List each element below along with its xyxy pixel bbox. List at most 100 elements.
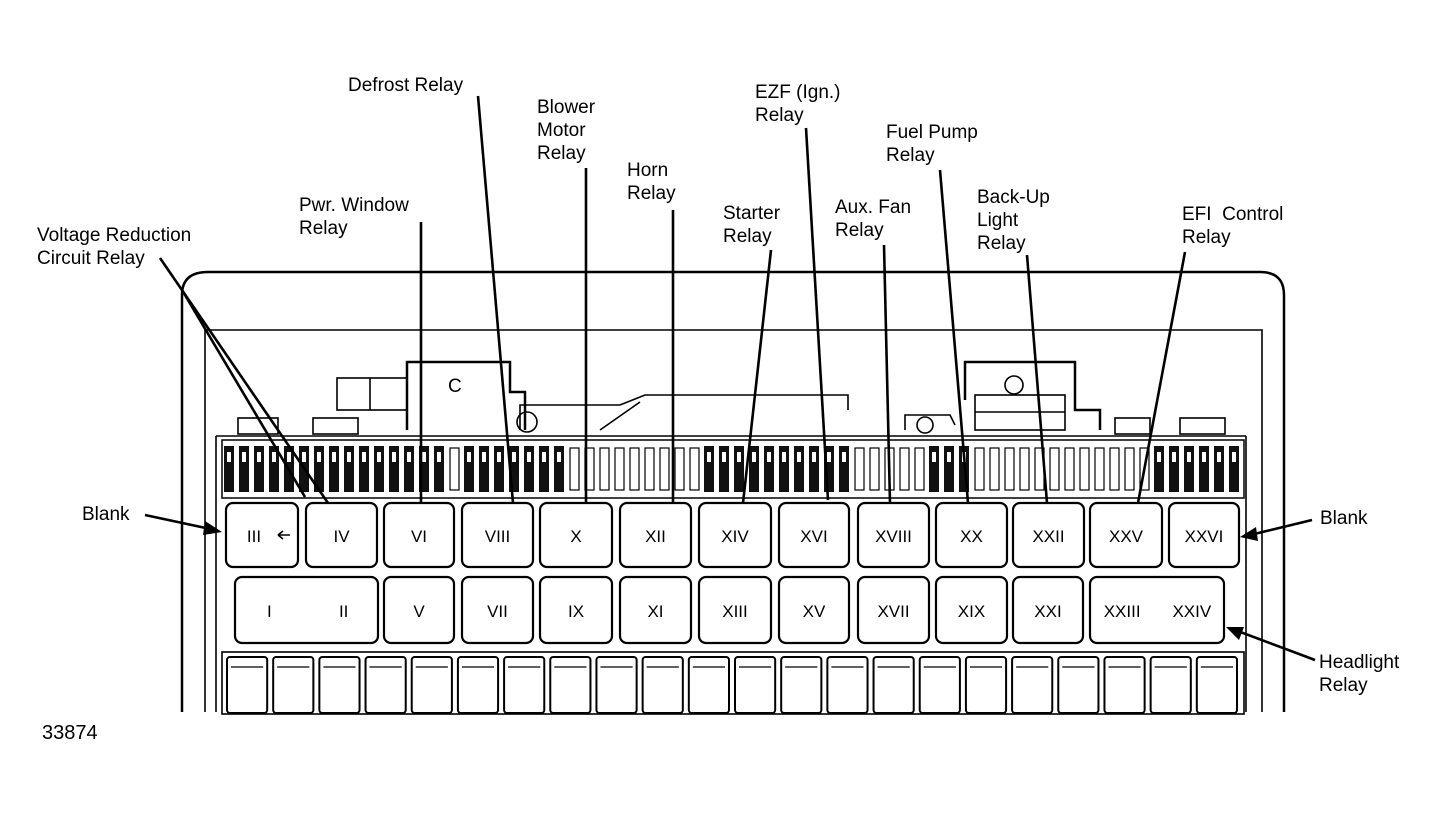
- relay-slot-box: [1011, 575, 1085, 645]
- leader-fuel-pump: [938, 169, 970, 504]
- terminal-tooth: [359, 446, 369, 492]
- relay-slot-label: VI: [411, 527, 427, 546]
- terminal-tooth: [479, 446, 489, 492]
- terminal-tooth-gap: [797, 452, 801, 462]
- relay-slot-label: IX: [568, 602, 584, 621]
- terminal-tooth-gap: [1187, 452, 1191, 462]
- terminal-tooth-gap: [827, 452, 831, 462]
- terminal-tooth: [719, 446, 729, 492]
- terminal-tooth: [704, 446, 714, 492]
- relay-slot: VII: [460, 575, 535, 645]
- label-backup: Back-Up Light Relay: [977, 187, 1055, 254]
- arrowhead-blank-right: [1240, 527, 1258, 541]
- relay-slot: XII: [618, 501, 693, 569]
- leader-voltage-reduction-2: [180, 289, 307, 498]
- label-blank-right: Blank: [1320, 508, 1368, 529]
- leader-starter: [741, 249, 773, 504]
- terminal-tooth: [224, 446, 234, 492]
- fuse-blade: [503, 656, 546, 714]
- terminal-tooth-gap: [287, 452, 291, 462]
- leader-blank-right: [1249, 518, 1313, 537]
- terminal-tooth: [254, 446, 264, 492]
- terminal-tooth: [749, 446, 759, 492]
- relay-slot: V: [382, 575, 456, 645]
- terminal-tooth: [854, 447, 865, 491]
- terminal-tooth: [1109, 447, 1120, 491]
- relay-slot-box: [856, 575, 931, 645]
- fuse-blade: [318, 656, 361, 714]
- relay-slot-box: [224, 501, 300, 569]
- fuse-blade: [1195, 656, 1239, 714]
- arrow-icon: [277, 530, 290, 540]
- label-ezf: EZF (Ign.) Relay: [755, 82, 846, 126]
- relay-slot: XVIII: [856, 501, 931, 569]
- terminal-tooth: [614, 447, 625, 491]
- fuse-row: [221, 651, 1245, 715]
- relay-slot-label: XX: [960, 527, 983, 546]
- terminal-tooth: [689, 447, 700, 491]
- relay-slot-box: [618, 575, 693, 645]
- terminal-tooth-gap: [737, 452, 741, 462]
- terminal-tooth: [569, 447, 580, 491]
- edge-clips: [237, 417, 1226, 435]
- terminal-tooth-gap: [497, 452, 501, 462]
- terminal-tooth: [944, 446, 954, 492]
- relay-slot: XV: [777, 575, 851, 645]
- terminal-tooth: [674, 447, 685, 491]
- terminal-tooth: [1184, 446, 1194, 492]
- fuse-blade: [964, 656, 1008, 714]
- label-efi: EFI Control Relay: [0, 0, 1320, 248]
- fuse-blade: [456, 656, 500, 714]
- relay-slot: XVI: [777, 501, 851, 569]
- label-fuel-pump: Fuel Pump Relay: [886, 122, 983, 166]
- relay-slot-box: [856, 501, 931, 569]
- terminal-tooth: [1094, 447, 1105, 491]
- relay-slot-box: [697, 501, 773, 569]
- label-aux-fan: Aux. Fan Relay: [835, 197, 916, 241]
- terminal-tooth-gap: [812, 452, 816, 462]
- label-defrost: Defrost Relay: [348, 75, 464, 96]
- relay-slot: XIV: [697, 501, 773, 569]
- fuse-blade: [872, 656, 915, 714]
- label-horn: Horn Relay: [627, 160, 676, 204]
- label-blank-left: Blank: [82, 504, 130, 525]
- relay-slot-label: X: [570, 527, 581, 546]
- terminal-tooth-gap: [527, 452, 531, 462]
- terminal-tooth: [269, 446, 279, 492]
- relay-slot-label: XI: [647, 602, 663, 621]
- terminal-tooth: [914, 447, 925, 491]
- leader-ezf: [804, 127, 830, 501]
- terminal-tooth: [644, 447, 655, 491]
- terminal-tooth-gap: [467, 452, 471, 462]
- relay-slot-label: XXV: [1109, 527, 1144, 546]
- relay-slot-box: [1088, 575, 1226, 645]
- terminal-tooth-gap: [1217, 452, 1221, 462]
- terminal-tooth-gap: [227, 452, 231, 462]
- figure-number: 33874: [42, 722, 98, 744]
- terminal-tooth-gap: [1157, 452, 1161, 462]
- terminal-tooth: [809, 446, 819, 492]
- terminal-tooth: [404, 446, 414, 492]
- relay-slot-box: [233, 575, 380, 645]
- terminal-tooth: [1124, 447, 1135, 491]
- terminal-tooth: [374, 446, 384, 492]
- relay-slot: IV: [304, 501, 379, 569]
- terminal-tooth-gap: [272, 452, 276, 462]
- fuse-blade: [687, 656, 730, 714]
- relay-slot: III: [224, 501, 300, 569]
- relay-slot-label: XV: [803, 602, 826, 621]
- terminal-tooth-gap: [1232, 452, 1236, 462]
- terminal-tooth-gap: [722, 452, 726, 462]
- relay-slot-label: XIX: [958, 602, 985, 621]
- terminal-tooth-gap: [257, 452, 261, 462]
- terminal-tooth: [314, 446, 324, 492]
- terminal-tooth-gap: [392, 452, 396, 462]
- relay-slot-box: [777, 501, 851, 569]
- terminal-tooth: [419, 446, 429, 492]
- terminal-tooth: [734, 446, 744, 492]
- relay-slot-label: XXIII: [1104, 602, 1141, 621]
- label-pwr-window: Pwr. Window Relay: [299, 195, 414, 239]
- terminal-tooth: [839, 446, 849, 492]
